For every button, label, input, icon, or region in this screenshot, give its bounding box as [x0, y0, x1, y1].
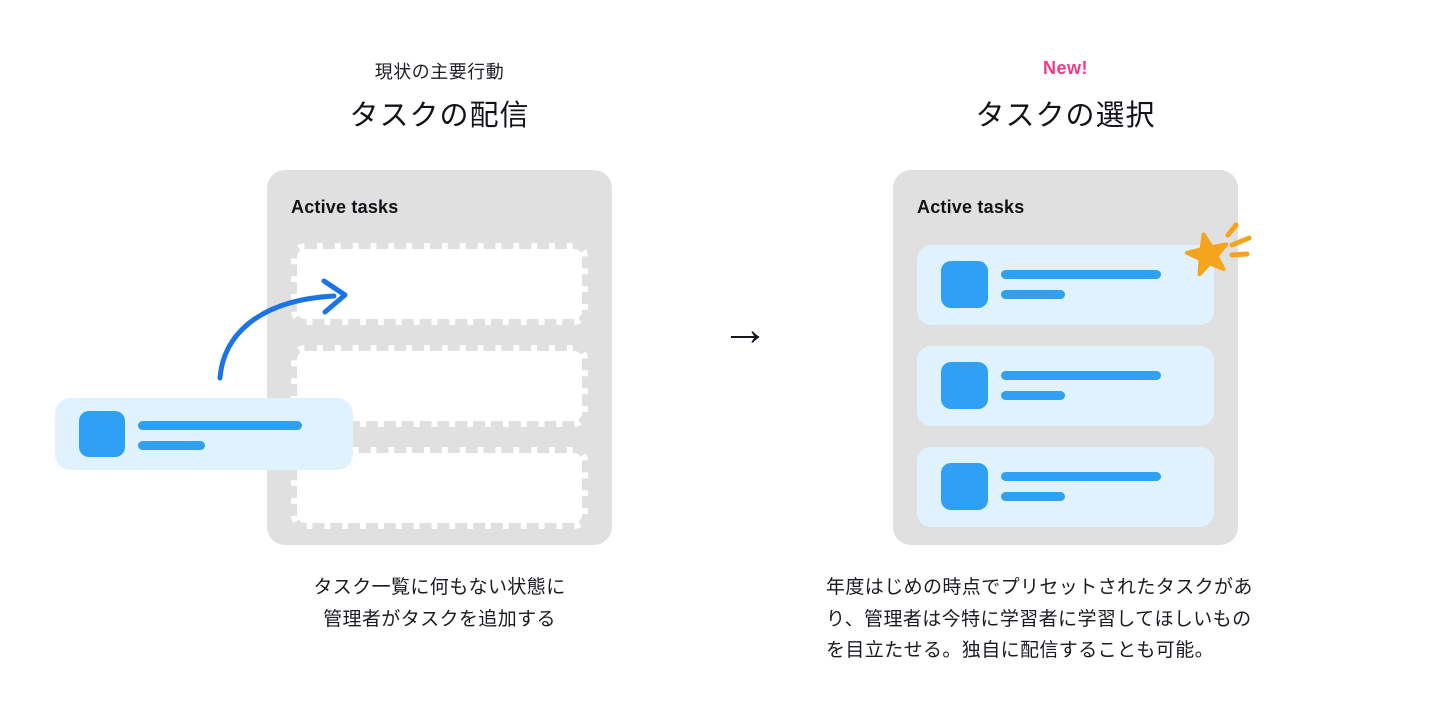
- right-panel-header: Active tasks: [917, 197, 1025, 217]
- task-title-bar: [1001, 270, 1161, 279]
- left-caption-line: 管理者がタスクを追加する: [323, 608, 556, 630]
- task-subtitle-bar: [1001, 391, 1065, 400]
- left-eyebrow: 現状の主要行動: [374, 62, 505, 82]
- task-title-bar: [1001, 472, 1161, 481]
- task-card: [917, 447, 1214, 527]
- task-thumbnail-icon: [941, 362, 988, 409]
- task-title-bar: [138, 421, 302, 430]
- drag-curve-arrow-icon: [217, 278, 348, 381]
- right-title: タスクの選択: [975, 100, 1156, 132]
- right-caption: 年度はじめの時点でプリセットされたタスクがあ り、管理者は今特に学習者に学習して…: [826, 572, 1316, 667]
- left-panel-header: Active tasks: [291, 197, 399, 217]
- task-thumbnail-icon: [941, 463, 988, 510]
- left-caption-line: タスク一覧に何もない状態に: [313, 577, 566, 598]
- empty-task-slot: [291, 243, 588, 325]
- new-badge: New!: [1042, 58, 1088, 78]
- task-card-highlighted: [917, 245, 1214, 325]
- dragged-task-card: [55, 398, 353, 470]
- task-subtitle-bar: [138, 441, 205, 450]
- task-thumbnail-icon: [941, 261, 988, 308]
- task-thumbnail-icon: [79, 411, 125, 457]
- right-caption-line: を目立たせる。独自に配信することも可能。: [826, 640, 1215, 661]
- task-subtitle-bar: [1001, 492, 1065, 501]
- right-caption-line: 年度はじめの時点でプリセットされたタスクがあ: [826, 577, 1253, 598]
- right-task-panel: Active tasks: [893, 170, 1238, 545]
- left-caption: タスク一覧に何もない状態に 管理者がタスクを追加する: [267, 572, 612, 635]
- task-subtitle-bar: [1001, 290, 1065, 299]
- left-title: タスクの配信: [349, 100, 530, 132]
- task-card: [917, 346, 1214, 426]
- task-title-bar: [1001, 371, 1161, 380]
- transition-arrow-icon: →: [721, 303, 769, 356]
- star-sparkle-icon: [1185, 222, 1252, 277]
- right-caption-line: り、管理者は今特に学習者に学習してほしいもの: [826, 608, 1252, 630]
